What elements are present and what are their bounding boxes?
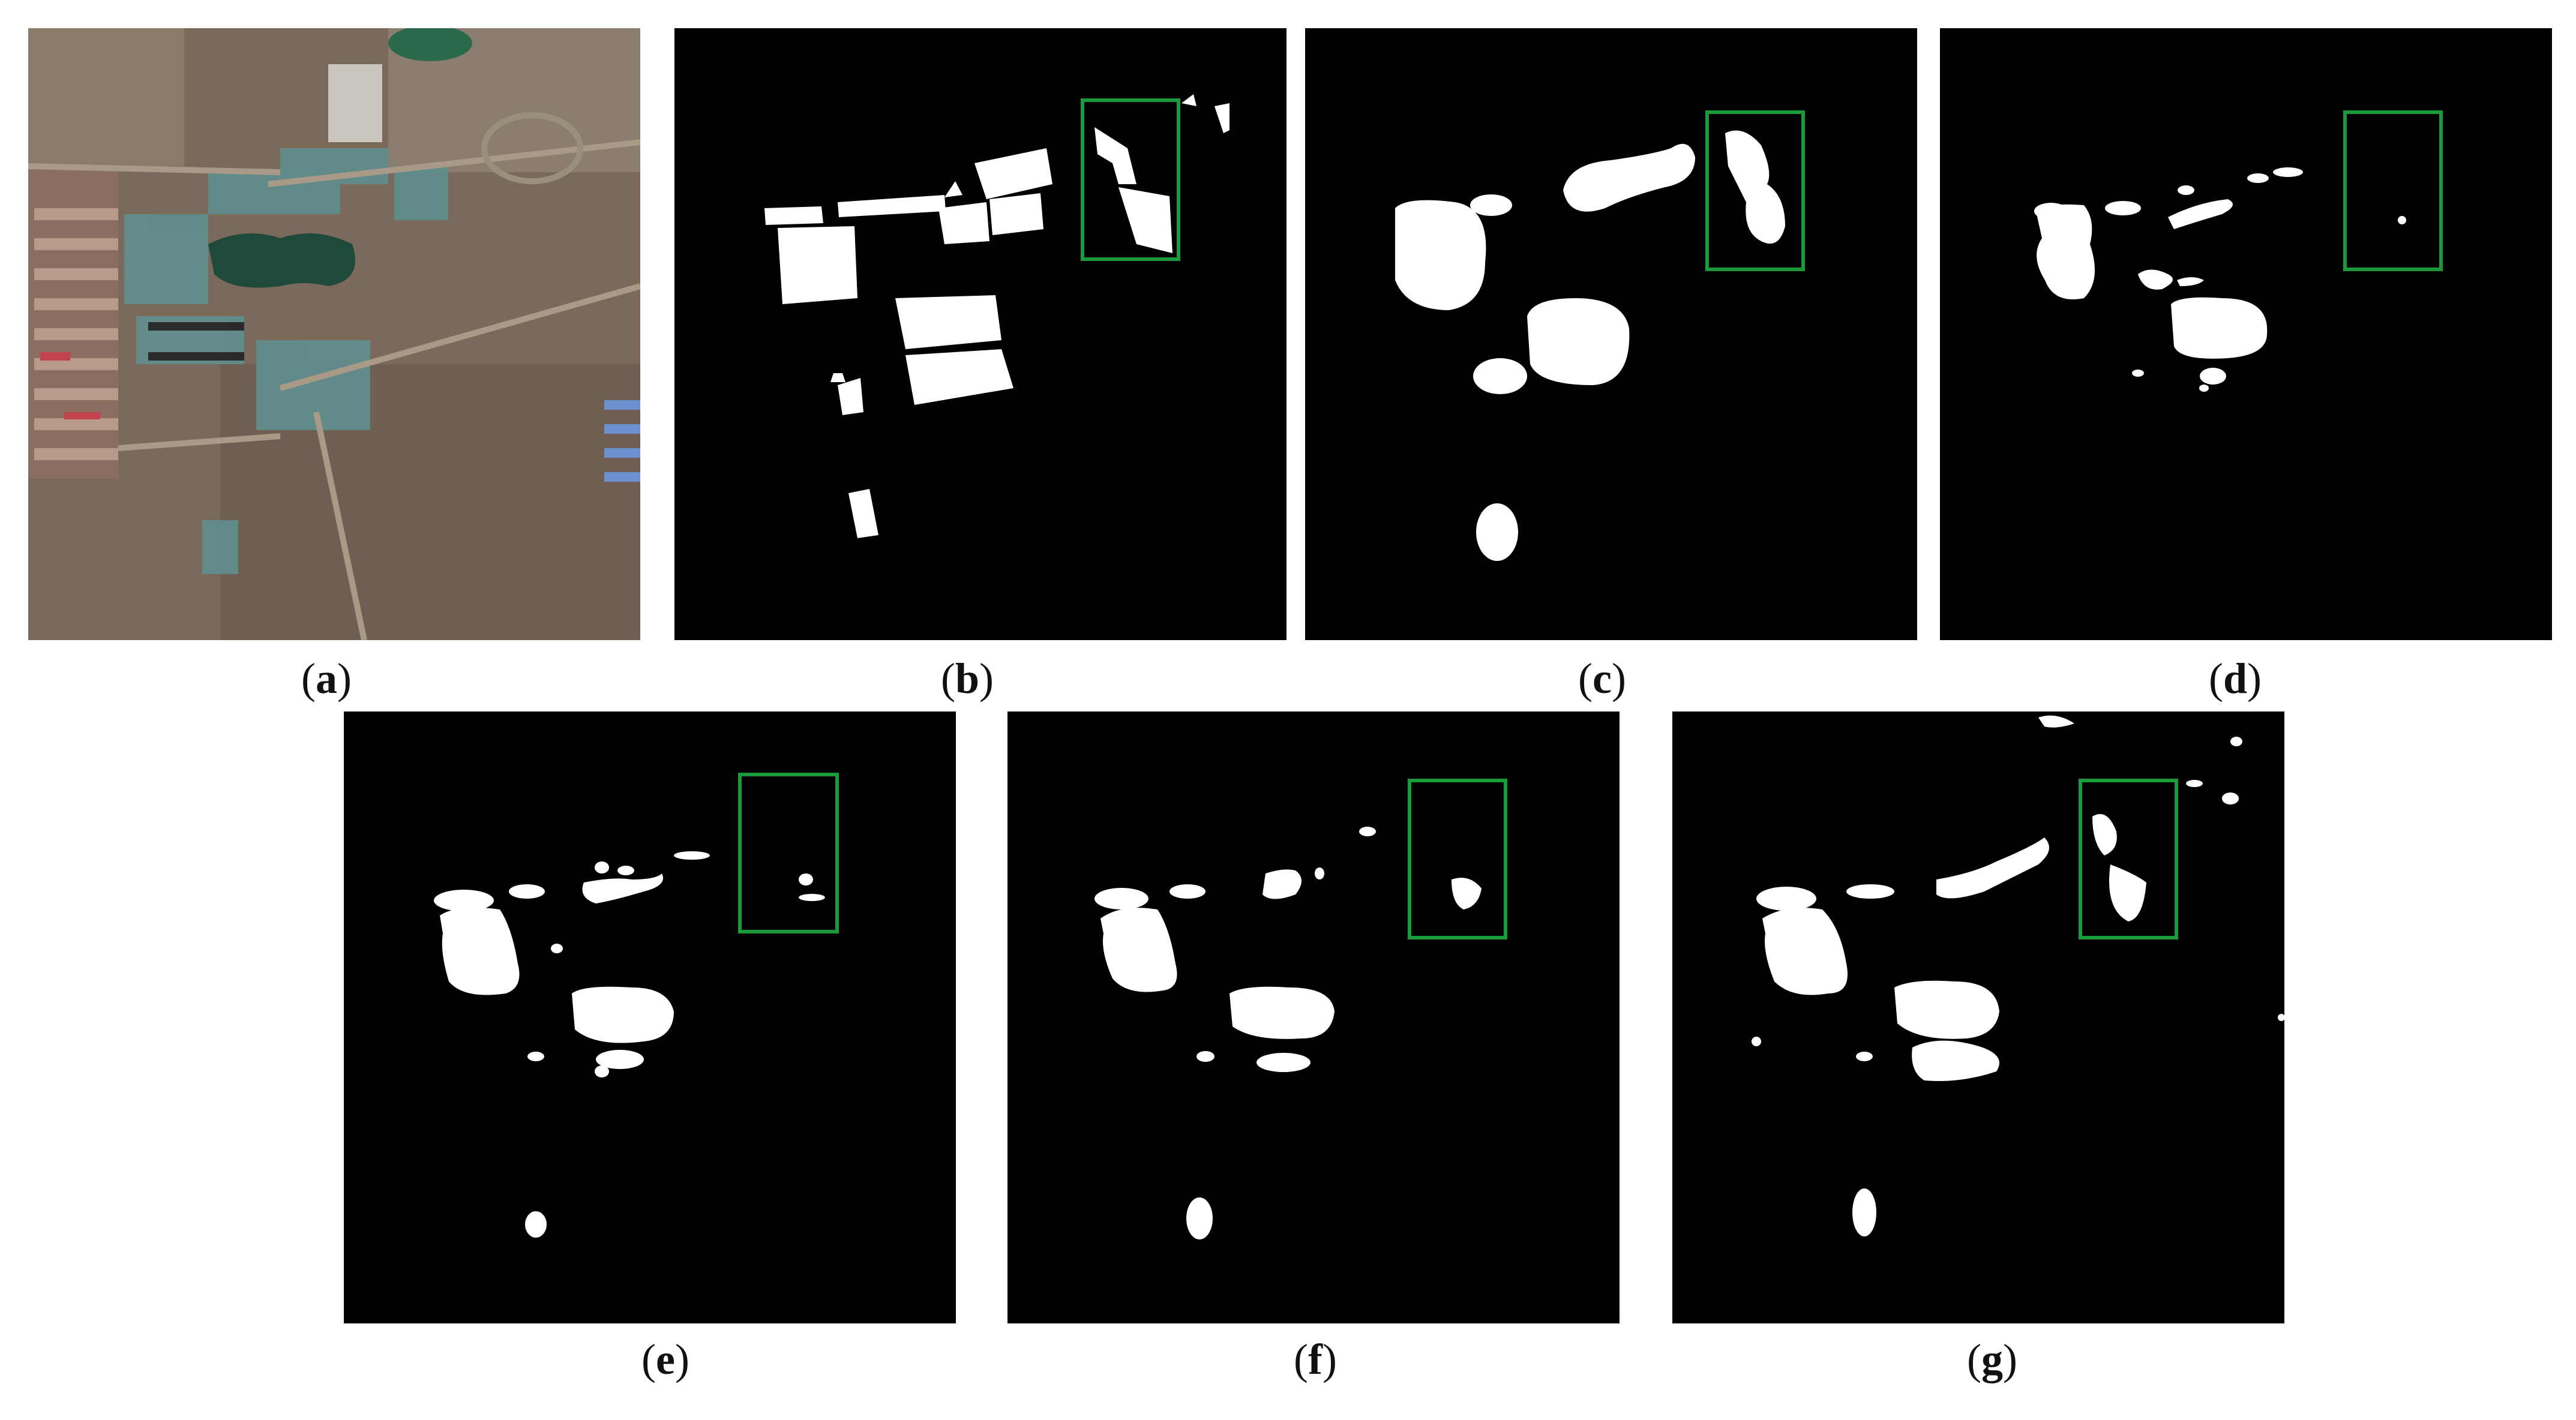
caption-e: (e): [641, 1335, 689, 1383]
caption-f: (f): [1294, 1335, 1337, 1383]
panel-a-satellite-image: [28, 28, 640, 640]
satellite-image: [28, 28, 640, 640]
panel-f-mask: [1007, 711, 1620, 1323]
panel-d-mask: [1940, 28, 2552, 640]
segmentation-mask-b: [674, 28, 1286, 640]
caption-g: (g): [1967, 1335, 2017, 1383]
panel-c-mask: [1305, 28, 1917, 640]
panel-g-mask: [1672, 711, 2284, 1323]
segmentation-mask-e: [344, 711, 956, 1323]
segmentation-mask-g: [1672, 711, 2284, 1323]
segmentation-mask-d: [1940, 28, 2552, 640]
panel-b-mask: [674, 28, 1286, 640]
panel-e-mask: [344, 711, 956, 1323]
caption-b: (b): [940, 655, 994, 703]
segmentation-mask-c: [1305, 28, 1917, 640]
caption-a: (a): [301, 655, 352, 703]
caption-d: (d): [2208, 655, 2262, 703]
segmentation-mask-f: [1007, 711, 1620, 1323]
caption-c: (c): [1578, 655, 1626, 703]
